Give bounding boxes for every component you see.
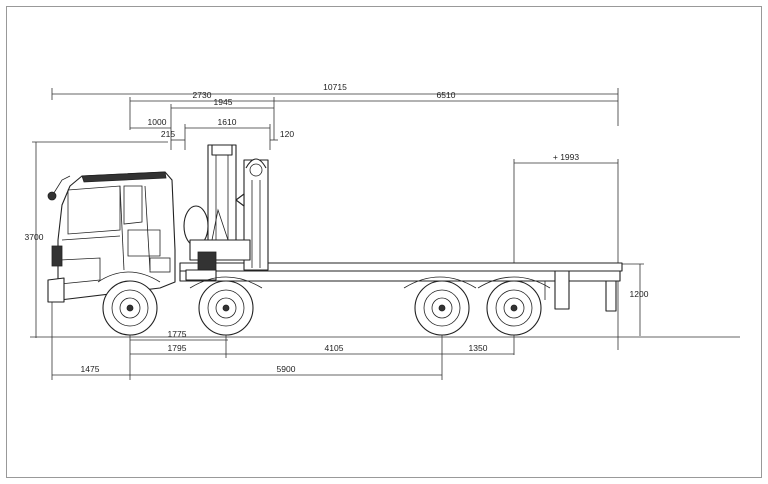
dim-overhang-extension: + 1993 [553, 152, 580, 162]
dim-rear-body: 6510 [437, 90, 456, 100]
dim-wheelbase: 5900 [277, 364, 296, 374]
dim-crane-clearance: 120 [280, 129, 294, 139]
dim-overall-length: 10715 [323, 82, 347, 92]
cab [47, 171, 176, 303]
dim-platform-height: 1200 [630, 289, 649, 299]
wheel-front [102, 280, 158, 336]
dim-front-axle-spacing: 1775 [168, 329, 187, 339]
wheels [102, 280, 542, 336]
dim-axle-1-to-2: 1795 [168, 343, 187, 353]
dim-overall-height: 3700 [25, 232, 44, 242]
crane [183, 144, 269, 281]
dim-cab-to-crane: 1000 [148, 117, 167, 127]
wheel-second [198, 280, 254, 336]
dimension-lines: 10715 2730 6510 1945 1000 1610 120 215 +… [25, 82, 740, 380]
border-frame [6, 6, 762, 478]
dim-front-overhang: 1475 [81, 364, 100, 374]
truck-illustration [47, 144, 623, 336]
dim-axle-3-to-4: 1350 [469, 343, 488, 353]
wheel-third [414, 280, 470, 336]
dim-crane-to-front-axle: 2730 [193, 90, 212, 100]
fenders [97, 271, 551, 289]
dim-crane-gap: 215 [161, 129, 175, 139]
wheel-fourth [486, 280, 542, 336]
dim-axle-2-to-3: 4105 [325, 343, 344, 353]
platform [179, 262, 623, 312]
dim-crane-width: 1610 [218, 117, 237, 127]
dim-crane-zone: 1945 [214, 97, 233, 107]
